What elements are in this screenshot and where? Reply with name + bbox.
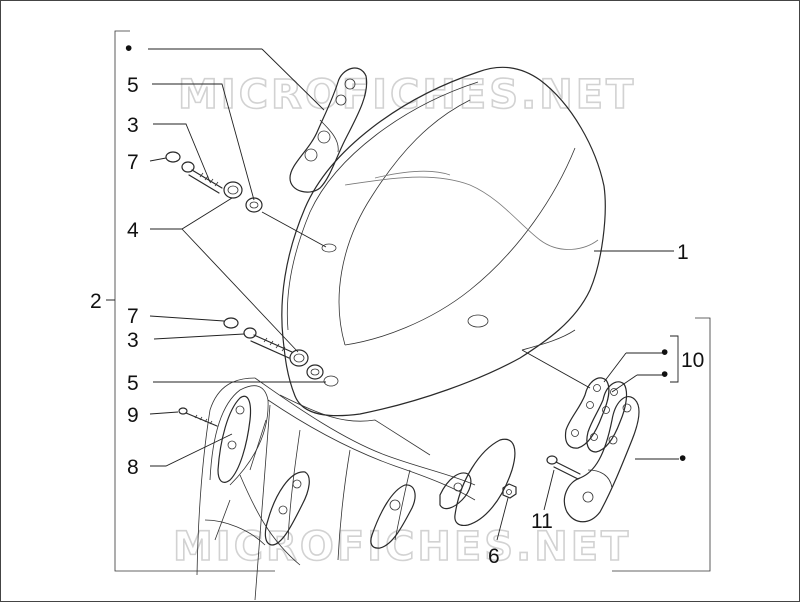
leader-5a bbox=[152, 83, 255, 201]
seal-disc bbox=[454, 438, 516, 527]
leader-dot-top-bend bbox=[261, 48, 325, 111]
group-bracket-right bbox=[612, 317, 711, 572]
leader-3b bbox=[153, 333, 245, 340]
leader-10-bracket bbox=[670, 335, 679, 383]
callout-7-upper: 7 bbox=[127, 151, 139, 174]
fairing-slot-2 bbox=[370, 484, 416, 549]
windshield-hole-upper bbox=[321, 243, 337, 253]
group-bracket-2 bbox=[114, 30, 275, 572]
fairing-slot-left bbox=[217, 395, 252, 483]
leader-3a bbox=[153, 123, 211, 183]
screw-11 bbox=[546, 455, 581, 480]
leader-10-a2 bbox=[603, 352, 627, 383]
plate-small-10 bbox=[564, 377, 610, 449]
callout-6: 6 bbox=[488, 545, 500, 568]
callout-3-lower: 3 bbox=[127, 329, 139, 352]
small-screw-9 bbox=[178, 407, 218, 427]
callout-7-lower: 7 bbox=[127, 305, 139, 328]
callout-10: 10 bbox=[681, 349, 704, 372]
spacer-lower bbox=[306, 364, 324, 380]
bracket-right-large bbox=[563, 396, 640, 523]
leader-11 bbox=[543, 469, 555, 511]
callout-5-lower: 5 bbox=[127, 372, 139, 395]
cap-upper bbox=[165, 151, 181, 163]
bullet-right-upper: • bbox=[661, 341, 668, 364]
leader-9 bbox=[149, 411, 179, 415]
leader-10-b2 bbox=[611, 374, 638, 393]
nut-part-6 bbox=[502, 483, 517, 499]
leader-6 bbox=[496, 497, 509, 541]
callout-5-upper: 5 bbox=[127, 74, 139, 97]
watermark-top: MICROFICHES.NET bbox=[178, 72, 636, 118]
leader-5a-hole bbox=[261, 211, 327, 248]
grommet-upper bbox=[223, 181, 243, 199]
leader-4 bbox=[150, 197, 233, 230]
windshield-hole-center bbox=[467, 314, 489, 328]
callout-11: 11 bbox=[531, 510, 553, 533]
screw-upper bbox=[181, 161, 223, 194]
fairing-slot-1 bbox=[264, 471, 310, 546]
watermark-bottom: MICROFICHES.NET bbox=[173, 524, 631, 570]
leader-1-to-bracket bbox=[521, 349, 591, 389]
screw-lower bbox=[243, 327, 293, 359]
mount-bracket-top bbox=[289, 67, 368, 193]
callout-4: 4 bbox=[127, 219, 139, 242]
leader-7a bbox=[149, 157, 167, 162]
grommet-lower bbox=[289, 349, 309, 367]
bullet-right-lower: • bbox=[679, 447, 686, 470]
callout-3-upper: 3 bbox=[127, 114, 139, 137]
cap-lower bbox=[223, 317, 239, 329]
callout-2: 2 bbox=[90, 290, 102, 313]
callout-9: 9 bbox=[127, 404, 139, 427]
callout-1: 1 bbox=[677, 241, 689, 264]
windshield-hole-lower bbox=[323, 375, 339, 387]
callout-8: 8 bbox=[127, 456, 139, 479]
windshield bbox=[281, 66, 606, 417]
leader-4b bbox=[181, 228, 299, 353]
bullet-top: • bbox=[125, 37, 132, 60]
bullet-right-mid: • bbox=[661, 363, 668, 386]
spacer-upper bbox=[245, 197, 263, 213]
leader-7b bbox=[149, 315, 225, 322]
leader-8 bbox=[150, 433, 233, 467]
